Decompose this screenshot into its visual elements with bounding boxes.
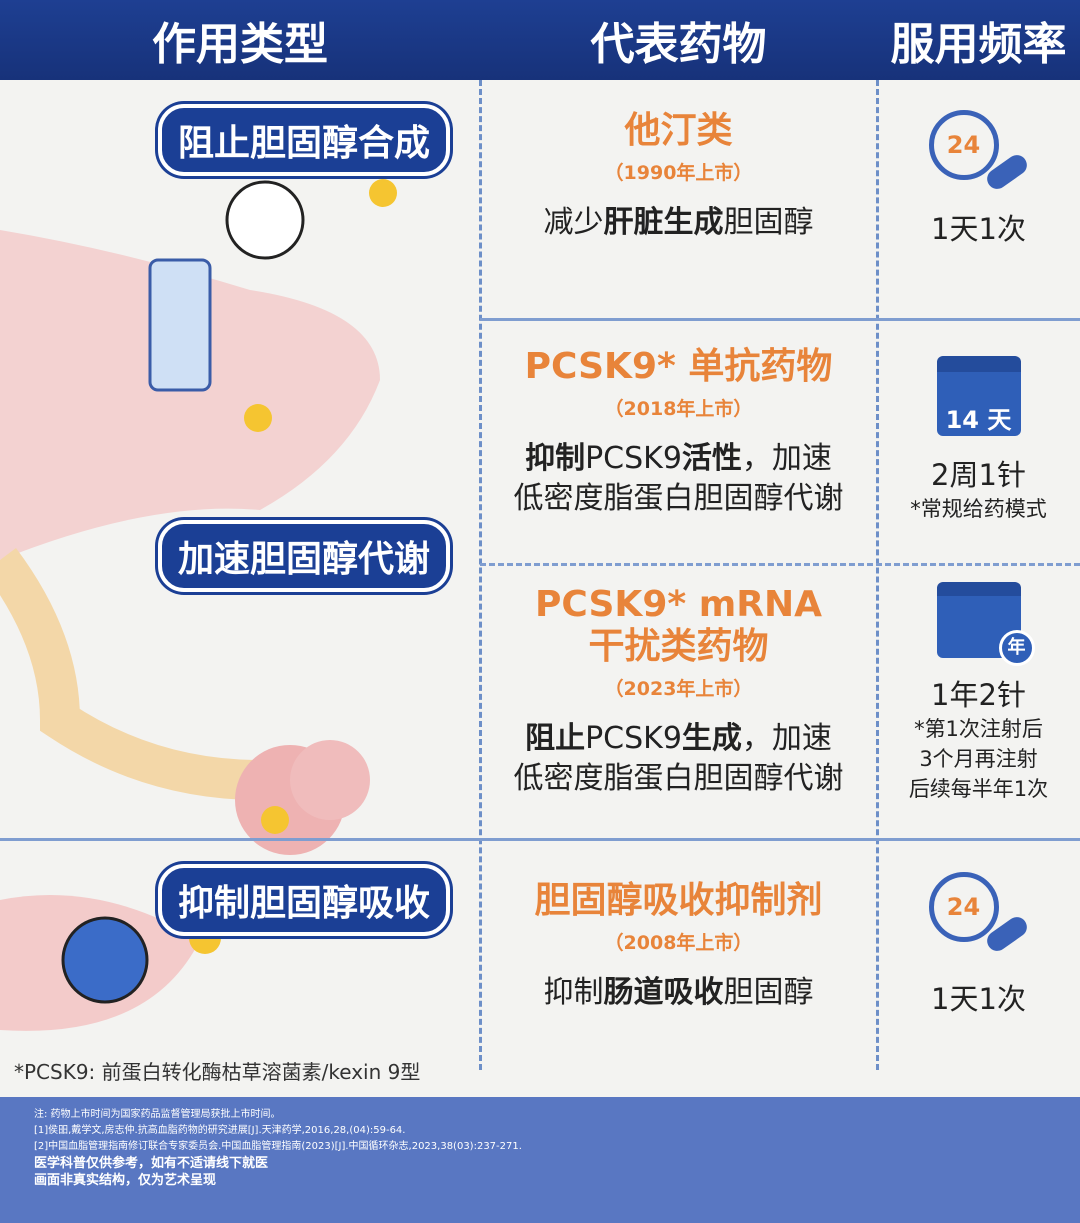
organ-illustration <box>0 179 397 1031</box>
freq-row-statin: 24 1天1次 <box>877 110 1080 248</box>
freq-note: *第1次注射后 <box>914 717 1043 741</box>
freq-text: 1年2针 <box>931 678 1026 712</box>
freq-text: 1天1次 <box>931 212 1026 246</box>
header-frequency: 服用频率 <box>890 19 1067 70</box>
drug-desc: 阻止PCSK9生成，加速低密度脂蛋白胆固醇代谢 <box>513 721 844 796</box>
footer-note: 注: 药物上市时间为国家药品监督管理局获批上市时间。 <box>34 1109 281 1120</box>
drug-year: （1990年上市） <box>604 162 753 184</box>
tablet-character <box>61 916 149 1004</box>
freq-text: 1天1次 <box>931 982 1026 1016</box>
mechanism-label: 阻止胆固醇合成 <box>158 104 451 176</box>
syringe-character <box>148 258 212 392</box>
drug-desc: 抑制PCSK9活性，加速低密度脂蛋白胆固醇代谢 <box>513 441 844 516</box>
reference: [1]侯昍,戴学文,房志仲.抗高血脂药物的研究进展[J].天津药学,2016,2… <box>34 1125 406 1136</box>
drug-name: PCSK9* 单抗药物 <box>524 346 833 387</box>
freq-row-pcsk9-sirna: 年 1年2针 *第1次注射后 3个月再注射 后续每半年1次 <box>877 582 1080 804</box>
freq-note: *常规给药模式 <box>910 497 1047 521</box>
freq-row-absorption-inhibitor: 24 1天1次 <box>877 872 1080 1018</box>
drug-row-pcsk9-mab: PCSK9* 单抗药物 （2018年上市） 抑制PCSK9活性，加速低密度脂蛋白… <box>480 346 877 519</box>
divider <box>876 80 879 1070</box>
drug-name: 他汀类 <box>624 110 733 151</box>
freq-text: 2周1针 <box>931 458 1026 492</box>
drug-year: （2023年上市） <box>604 678 753 700</box>
divider <box>480 563 1080 566</box>
calendar-14-icon: 14 天 <box>936 356 1021 436</box>
drug-desc: 抑制肠道吸收胆固醇 <box>543 975 814 1010</box>
disclaimer: 医学科普仅供参考，如有不适请线下就医 <box>34 1156 269 1171</box>
mechanism-label: 加速胆固醇代谢 <box>158 520 451 592</box>
pill-character <box>225 180 305 260</box>
header-drug: 代表药物 <box>590 19 767 70</box>
daily-pill-icon: 24 <box>928 110 1031 193</box>
drug-year: （2018年上市） <box>604 398 753 420</box>
drug-name: PCSK9* mRNA <box>535 584 822 625</box>
reference: [2]中国血脂管理指南修订联合专家委员会.中国血脂管理指南(2023)[J].中… <box>34 1141 522 1152</box>
divider <box>480 318 1080 321</box>
drug-row-pcsk9-sirna: PCSK9* mRNA 干扰类药物 （2023年上市） 阻止PCSK9生成，加速… <box>480 584 877 799</box>
drug-row-statin: 他汀类 （1990年上市） 减少肝脏生成胆固醇 <box>480 110 877 243</box>
divider <box>479 80 482 1070</box>
footnote: *PCSK9: 前蛋白转化酶枯草溶菌素/kexin 9型 <box>14 1060 421 1084</box>
footer: 注: 药物上市时间为国家药品监督管理局获批上市时间。 [1]侯昍,戴学文,房志仲… <box>0 1097 1080 1223</box>
mechanism-label: 抑制胆固醇吸收 <box>158 864 451 936</box>
freq-note: 3个月再注射 <box>919 747 1038 771</box>
freq-note: 后续每半年1次 <box>908 777 1049 801</box>
drug-desc: 减少肝脏生成胆固醇 <box>543 205 814 240</box>
drug-year: （2008年上市） <box>604 932 753 954</box>
disclaimer: 画面非真实结构，仅为艺术呈现 <box>34 1173 217 1188</box>
divider <box>0 838 1080 841</box>
drug-row-absorption-inhibitor: 胆固醇吸收抑制剂 （2008年上市） 抑制肠道吸收胆固醇 <box>480 880 877 1013</box>
drug-name-line2: 干扰类药物 <box>588 626 769 667</box>
freq-row-pcsk9-mab: 14 天 2周1针 *常规给药模式 <box>877 356 1080 524</box>
daily-pill-icon: 24 <box>928 872 1031 955</box>
header-mechanism: 作用类型 <box>152 19 328 70</box>
calendar-year-icon: 年 <box>936 582 1035 666</box>
table-header: 作用类型 代表药物 服用频率 <box>0 0 1080 80</box>
drug-name: 胆固醇吸收抑制剂 <box>534 880 823 921</box>
